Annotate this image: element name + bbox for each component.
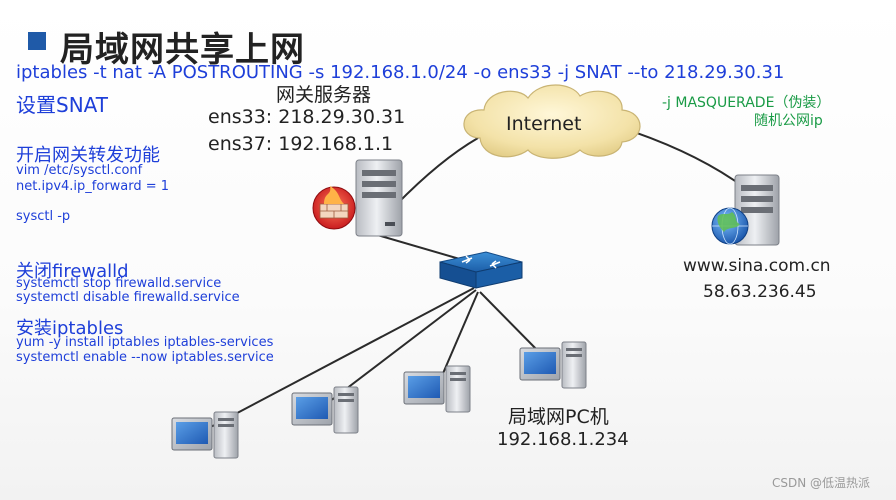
title-bullet-icon — [28, 32, 46, 50]
gateway-server-icon — [355, 159, 403, 237]
gateway-ens33: ens33: 218.29.30.31 — [208, 106, 406, 128]
link-gateway-internet — [395, 137, 479, 206]
step-heading: 关闭firewalld — [16, 261, 129, 282]
step-command: systemctl stop firewalld.service — [16, 276, 222, 291]
link-switch-pc3 — [437, 291, 479, 386]
link-switch-pc4 — [479, 291, 546, 359]
masquerade-note: -j MASQUERADE（伪装） — [662, 95, 831, 111]
lan-pc-label: 局域网PC机 — [508, 406, 609, 428]
link-gateway-switch — [366, 231, 471, 263]
step-heading: 安装iptables — [16, 318, 124, 339]
gateway-ens37: ens37: 192.168.1.1 — [208, 133, 394, 155]
watermark: CSDN @低温热派 — [772, 476, 871, 490]
step-command: sysctl -p — [16, 209, 71, 224]
step-heading: 开启网关转发功能 — [16, 145, 160, 166]
step-command: systemctl disable firewalld.service — [16, 290, 240, 305]
step-command: systemctl enable --now iptables.service — [16, 350, 274, 365]
globe-icon — [711, 207, 749, 245]
link-internet-webserver — [633, 131, 746, 189]
link-switch-pc1 — [204, 287, 475, 431]
gateway-title: 网关服务器 — [276, 84, 372, 106]
internet-label: Internet — [506, 113, 582, 135]
step-command: vim /etc/sysctl.conf — [16, 163, 143, 178]
step-command: yum -y install iptables iptables-service… — [16, 335, 274, 350]
snat-label: 设置SNAT — [16, 93, 109, 117]
web-server-domain: www.sina.com.cn — [683, 256, 831, 276]
step-command: net.ipv4.ip_forward = 1 — [16, 179, 170, 194]
firewall-icon — [312, 186, 356, 230]
pc-icon — [519, 341, 587, 389]
pc-icon — [171, 411, 239, 459]
snat-command: iptables -t nat -A POSTROUTING -s 192.16… — [16, 62, 785, 83]
internet-cloud — [463, 84, 641, 159]
lan-pc-ip: 192.168.1.234 — [497, 429, 629, 450]
network-switch-icon — [439, 251, 523, 289]
connection-lines — [204, 131, 746, 431]
random-ip-note: 随机公网ip — [754, 113, 823, 129]
title-text: 局域网共享上网 — [60, 30, 305, 70]
pc-icon — [291, 386, 359, 434]
pc-icon — [403, 365, 471, 413]
link-switch-pc2 — [324, 289, 477, 406]
web-server-ip: 58.63.236.45 — [703, 282, 817, 302]
